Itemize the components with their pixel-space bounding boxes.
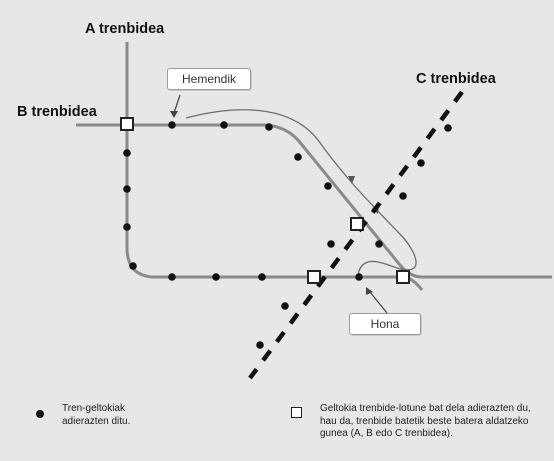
from-pointer-head (170, 111, 178, 118)
line-b-track (76, 123, 552, 279)
station (168, 273, 176, 281)
station (324, 182, 332, 190)
station (168, 121, 176, 129)
line-b-label: B trenbidea (17, 104, 97, 120)
to-pointer (369, 291, 388, 314)
station (123, 149, 131, 157)
station (129, 262, 137, 270)
station (417, 159, 425, 167)
to-callout: Hona (349, 313, 421, 335)
station (123, 223, 131, 231)
interchange-station (350, 217, 364, 231)
station (327, 240, 335, 248)
station (123, 185, 131, 193)
line-a-track (125, 42, 424, 291)
interchange-station (120, 117, 134, 131)
line-c-track (248, 90, 464, 380)
station (265, 123, 273, 131)
from-callout: Hemendik (167, 68, 251, 90)
station-legend-icon (36, 410, 44, 418)
station (399, 192, 407, 200)
station-legend-text: Tren-geltokiak adierazten ditu. (62, 403, 131, 427)
interchange-legend-icon (291, 407, 302, 418)
station (375, 240, 383, 248)
route-path (185, 109, 417, 276)
station (444, 124, 452, 132)
station (258, 273, 266, 281)
route-arrow-head-1 (348, 176, 355, 184)
to-pointer-head (366, 287, 373, 295)
from-pointer (173, 94, 181, 114)
station (212, 273, 220, 281)
station (294, 153, 302, 161)
station (281, 302, 289, 310)
interchange-station (396, 270, 410, 284)
station (220, 121, 228, 129)
interchange-legend-text: Geltokia trenbide-lotune bat dela adiera… (320, 403, 531, 439)
interchange-station (307, 270, 321, 284)
station (355, 273, 363, 281)
line-c-label: C trenbidea (416, 71, 496, 87)
line-a-label: A trenbidea (85, 21, 165, 37)
station (256, 341, 264, 349)
